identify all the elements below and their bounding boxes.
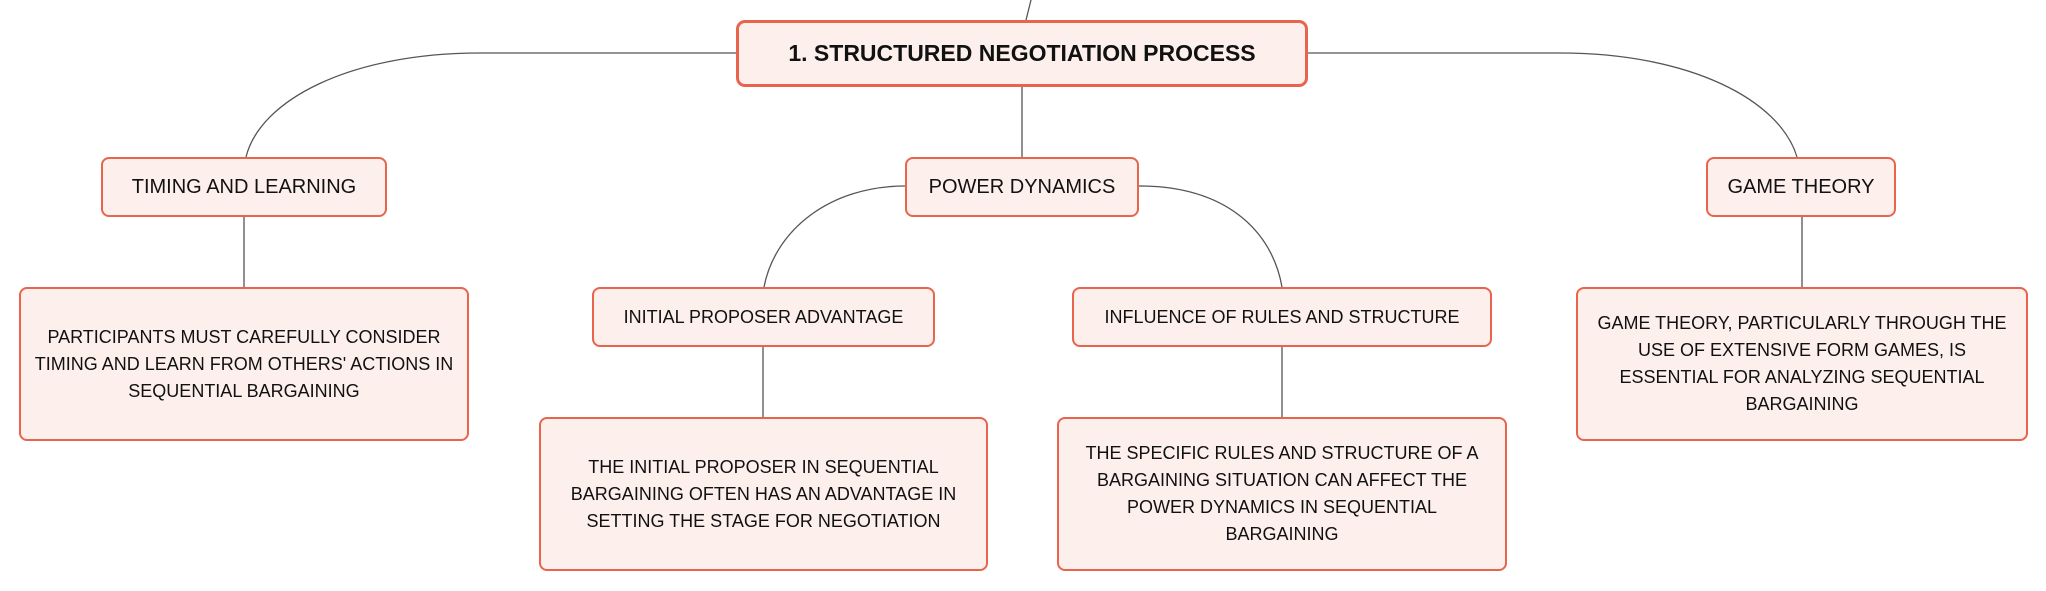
root-topic[interactable]: 1. STRUCTURED NEGOTIATION PROCESS (736, 20, 1308, 87)
timing-detail-node[interactable]: PARTICIPANTS MUST CAREFULLY CONSIDER TIM… (19, 287, 469, 441)
game-theory-detail-text: GAME THEORY, PARTICULARLY THROUGH THE US… (1597, 313, 2007, 414)
subtopic-influence-of-rules-and-structure[interactable]: INFLUENCE OF RULES AND STRUCTURE (1072, 287, 1492, 347)
topic-timing-and-learning[interactable]: TIMING AND LEARNING (101, 157, 387, 217)
proposer-detail-node[interactable]: THE INITIAL PROPOSER IN SEQUENTIAL BARGA… (539, 417, 988, 571)
connector-power-to-rules (1138, 185, 1283, 288)
topic-power-dynamics-label: POWER DYNAMICS (928, 175, 1116, 198)
topic-timing-and-learning-label: TIMING AND LEARNING (131, 175, 357, 198)
topic-game-theory-label: GAME THEORY (1727, 175, 1875, 198)
topic-game-theory[interactable]: GAME THEORY (1706, 157, 1896, 217)
topic-power-dynamics[interactable]: POWER DYNAMICS (905, 157, 1139, 217)
subtopic-initial-proposer-advantage-label: INITIAL PROPOSER ADVANTAGE (623, 306, 904, 327)
connector-root-to-game-theory (1308, 52, 1798, 158)
connector-power-to-proposer (763, 185, 906, 288)
game-theory-detail-node[interactable]: GAME THEORY, PARTICULARLY THROUGH THE US… (1576, 287, 2028, 441)
proposer-detail-text: THE INITIAL PROPOSER IN SEQUENTIAL BARGA… (570, 456, 957, 531)
rules-detail-node[interactable]: THE SPECIFIC RULES AND STRUCTURE OF A BA… (1057, 417, 1507, 571)
root-topic-label: 1. STRUCTURED NEGOTIATION PROCESS (788, 40, 1256, 66)
rules-detail-text: THE SPECIFIC RULES AND STRUCTURE OF A BA… (1085, 443, 1479, 544)
subtopic-initial-proposer-advantage[interactable]: INITIAL PROPOSER ADVANTAGE (592, 287, 935, 347)
subtopic-influence-of-rules-and-structure-label: INFLUENCE OF RULES AND STRUCTURE (1104, 306, 1460, 327)
connector-root-to-timing (245, 52, 736, 158)
timing-detail-text: PARTICIPANTS MUST CAREFULLY CONSIDER TIM… (34, 326, 454, 401)
connector-parent-to-root (1025, 0, 1032, 21)
